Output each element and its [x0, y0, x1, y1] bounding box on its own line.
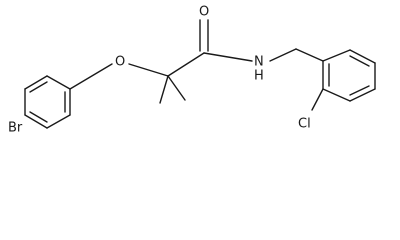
- atom-label-ether-oxygen: O: [115, 55, 125, 70]
- bond: [24, 114, 48, 129]
- double-bond-inner: [349, 85, 370, 96]
- bond: [46, 114, 71, 129]
- atom-label-amide-hydrogen: H: [254, 69, 264, 84]
- bond: [24, 75, 48, 90]
- double-bond-inner: [29, 111, 48, 123]
- atom-label-chlorine: Cl: [298, 117, 311, 132]
- bond-methylene-ring: [295, 48, 324, 62]
- bond-carbonyl-nitrogen: [203, 52, 253, 62]
- bond: [322, 49, 351, 62]
- double-bond-inner: [29, 81, 48, 93]
- bond-ring-oxygen: [69, 63, 113, 90]
- atom-label-amide-nitrogen: N: [254, 55, 264, 70]
- bond: [349, 49, 376, 64]
- bromophenyl-ring: [24, 75, 71, 129]
- bond: [349, 88, 376, 102]
- bond-oxygen-quaternary-carbon: [128, 63, 169, 77]
- atom-label-carbonyl-oxygen: O: [199, 5, 209, 20]
- bond-methyl: [159, 75, 169, 104]
- bond: [322, 88, 351, 102]
- bond-nitrogen-methylene: [269, 48, 297, 62]
- double-bond-inner: [349, 55, 370, 67]
- bond-ring-chlorine: [311, 88, 324, 111]
- atom-label-bromine: Br: [8, 121, 23, 136]
- molecule-structure-diagram: Br O O N H Cl: [8, 5, 376, 136]
- bond: [46, 75, 71, 90]
- bond-quaternary-carbonyl: [167, 52, 205, 77]
- bond-methyl: [167, 75, 186, 101]
- chlorophenyl-ring: [322, 49, 376, 102]
